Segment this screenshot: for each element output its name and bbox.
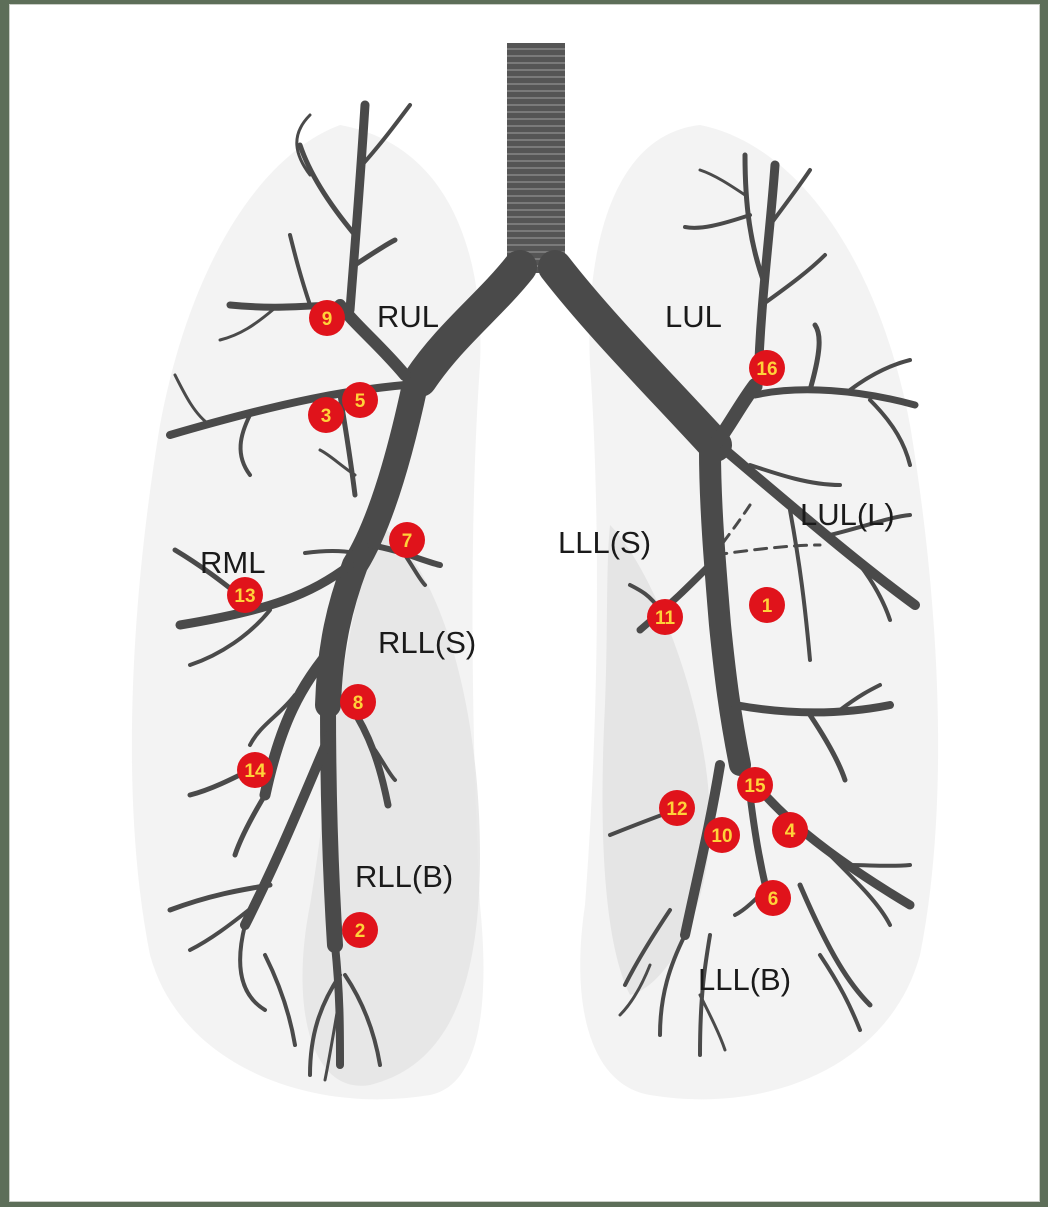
marker-6-number: 6 [768, 889, 779, 910]
marker-15: 15 [737, 767, 773, 803]
marker-9-number: 9 [322, 309, 333, 330]
marker-3: 3 [308, 397, 344, 433]
marker-10: 10 [704, 817, 740, 853]
label-rll-b: RLL(B) [355, 859, 453, 894]
label-lul: LUL [665, 299, 722, 334]
marker-12: 12 [659, 790, 695, 826]
label-lll-b: LLL(B) [698, 962, 791, 997]
marker-4: 4 [772, 812, 808, 848]
marker-16-number: 16 [756, 359, 777, 380]
marker-15-number: 15 [744, 776, 766, 797]
diagram-panel: RUL RML RLL(S) RLL(B) LUL LUL(L) LLL(S) … [9, 4, 1040, 1202]
label-rll-s: RLL(S) [378, 625, 476, 660]
marker-14-number: 14 [244, 761, 266, 782]
marker-5-number: 5 [355, 391, 366, 412]
label-rul: RUL [377, 299, 439, 334]
marker-11: 11 [647, 599, 683, 635]
marker-2-number: 2 [355, 921, 366, 942]
marker-8: 8 [340, 684, 376, 720]
marker-9: 9 [309, 300, 345, 336]
marker-13-number: 13 [234, 586, 255, 607]
marker-8-number: 8 [353, 693, 364, 714]
rml-b3 [305, 551, 355, 553]
marker-2: 2 [342, 912, 378, 948]
marker-6: 6 [755, 880, 791, 916]
marker-14: 14 [237, 752, 273, 788]
marker-11-number: 11 [655, 608, 676, 629]
marker-13: 13 [227, 577, 263, 613]
trachea [507, 43, 565, 273]
marker-10-number: 10 [711, 826, 732, 847]
label-rml: RML [200, 545, 265, 580]
marker-1: 1 [749, 587, 785, 623]
marker-7: 7 [389, 522, 425, 558]
left-posterior-b1 [850, 865, 910, 866]
marker-5: 5 [342, 382, 378, 418]
marker-3-number: 3 [321, 406, 332, 427]
bronchial-tree-diagram: RUL RML RLL(S) RLL(B) LUL LUL(L) LLL(S) … [10, 5, 1040, 1202]
label-lul-l: LUL(L) [800, 497, 895, 532]
marker-4-number: 4 [785, 821, 796, 842]
marker-7-number: 7 [402, 531, 413, 552]
label-lll-s: LLL(S) [558, 525, 651, 560]
marker-16: 16 [749, 350, 785, 386]
marker-12-number: 12 [666, 799, 687, 820]
marker-1-number: 1 [762, 596, 773, 617]
